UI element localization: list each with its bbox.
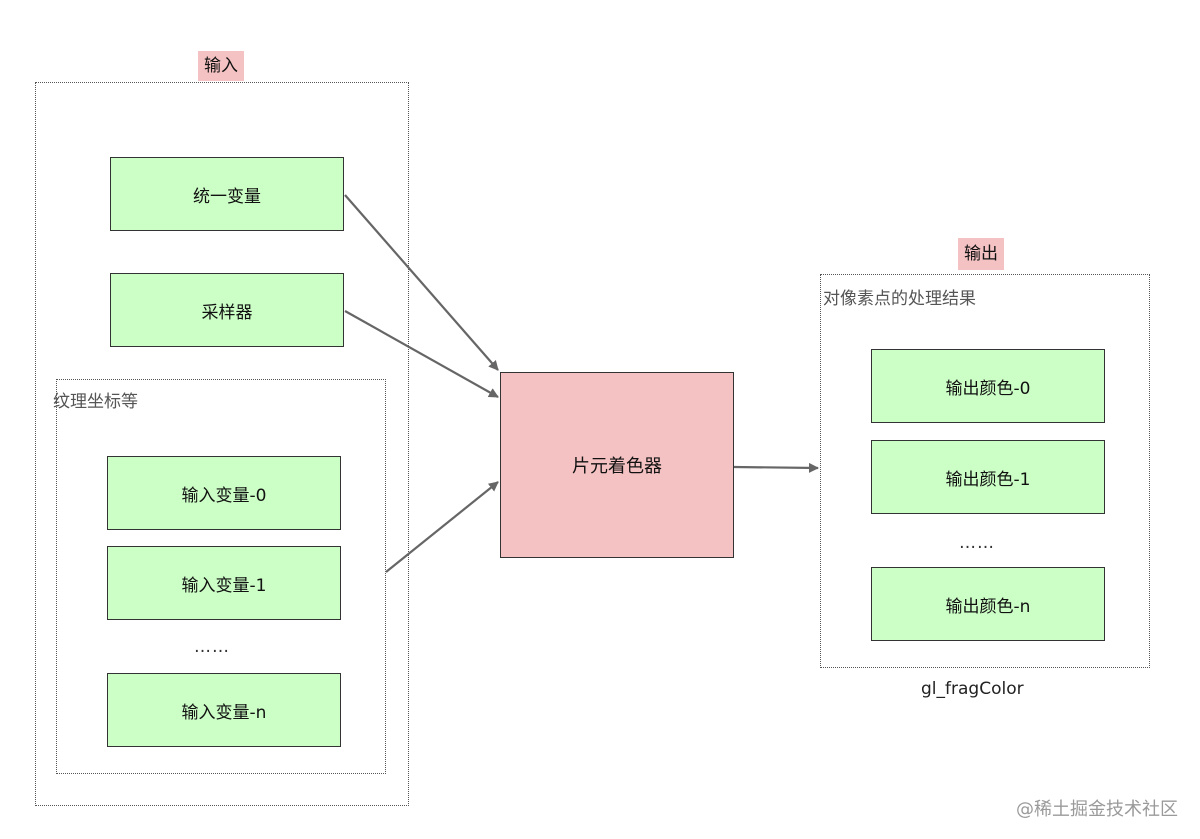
watermark: @稀土掘金技术社区 <box>1016 799 1178 820</box>
input-var-1-box[interactable]: 输入变量-1 <box>107 546 341 620</box>
output-container <box>820 274 1150 668</box>
output-color-n-box[interactable]: 输出颜色-n <box>871 567 1105 641</box>
sampler-label: 采样器 <box>201 302 253 323</box>
arrow-shader-to-output <box>733 462 819 473</box>
input-ellipsis: …… <box>194 637 230 657</box>
uniform-label: 统一变量 <box>193 186 261 207</box>
output-caption: gl_fragColor <box>921 679 1024 699</box>
output-ellipsis: …… <box>959 533 995 553</box>
output-color-0-label: 输出颜色-0 <box>945 378 1031 399</box>
input-container <box>35 82 409 806</box>
input-var-0-label: 输入变量-0 <box>181 485 267 506</box>
fragment-shader-box[interactable]: 片元着色器 <box>500 372 734 558</box>
input-var-n-label: 输入变量-n <box>181 702 267 723</box>
output-color-1-label: 输出颜色-1 <box>945 469 1031 490</box>
fragment-shader-label: 片元着色器 <box>572 456 662 477</box>
input-var-0-box[interactable]: 输入变量-0 <box>107 456 341 530</box>
sampler-box[interactable]: 采样器 <box>110 273 344 347</box>
output-group-label: 对像素点的处理结果 <box>823 289 976 309</box>
input-var-1-label: 输入变量-1 <box>181 575 267 596</box>
varying-group-container <box>56 379 386 774</box>
input-var-n-box[interactable]: 输入变量-n <box>107 673 341 747</box>
output-color-n-label: 输出颜色-n <box>945 596 1031 617</box>
uniform-box[interactable]: 统一变量 <box>110 157 344 231</box>
varying-group-label: 纹理坐标等 <box>53 392 138 412</box>
output-color-1-box[interactable]: 输出颜色-1 <box>871 440 1105 514</box>
input-tag: 输入 <box>198 51 244 81</box>
output-color-0-box[interactable]: 输出颜色-0 <box>871 349 1105 423</box>
output-tag: 输出 <box>958 238 1004 270</box>
